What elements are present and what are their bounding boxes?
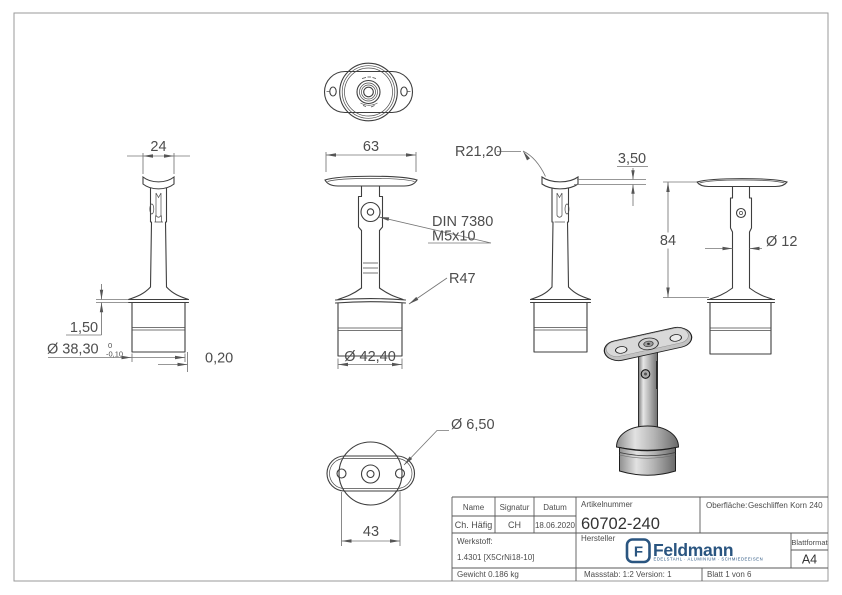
hersteller-label: Hersteller [581, 534, 616, 543]
dim-42-40: Ø 42,40 [344, 349, 396, 365]
logo-name: Feldmann [653, 540, 733, 560]
dim-38-30: Ø 38,30 [47, 342, 99, 358]
dim-3-50: 3,50 [618, 151, 646, 167]
dim-84: 84 [660, 233, 676, 249]
stem-lines [149, 221, 168, 288]
oberflaeche-label: Oberfläche: [706, 501, 747, 510]
dim-1-50: 1,50 [70, 320, 98, 336]
left-hole [336, 468, 347, 479]
saddle-plate [324, 175, 418, 187]
dim-38-30-tol-lower: -0,10 [106, 350, 123, 359]
dim-43: 43 [363, 524, 379, 540]
crimp-marks [363, 262, 378, 274]
base-cylinder [709, 302, 772, 355]
name-value: Ch. Häfig [455, 520, 493, 530]
view-front-b: 84 Ø 12 [660, 178, 797, 355]
datum-label: Datum [543, 503, 567, 512]
logo-mark-letter: F [634, 544, 643, 561]
datum-value: 18.06.2020 [535, 521, 576, 530]
top-view-stamp-marks [361, 76, 377, 79]
view-front-main: 63 DIN 7380 M5x10 R47 Ø 42,40 [324, 139, 493, 369]
stem-lines [731, 231, 751, 289]
view-side-b: R21,20 3,50 [455, 144, 648, 353]
stem-lines [360, 229, 381, 289]
base-dome-3d [615, 425, 680, 451]
base-cylinder-3d [619, 446, 676, 476]
werkstoff-value: 1.4301 [X5CrNi18-10] [457, 553, 534, 562]
logo-tagline: EDELSTAHL · ALUMINIUM · SCHMIEDEEISEN [654, 557, 764, 562]
pivot-screw [735, 207, 747, 219]
saddle-profile [541, 175, 579, 190]
label-din-7380: DIN 7380 [432, 214, 493, 230]
gewicht-value: Gewicht 0.186 kg [457, 570, 519, 579]
sheet-border [13, 12, 829, 582]
pivot-slot [564, 203, 570, 215]
signatur-label: Signatur [500, 503, 530, 512]
dim-12: Ø 12 [766, 234, 797, 250]
view-3d [603, 326, 693, 476]
oberflaeche-value: Geschliffen Korn 240 [748, 501, 823, 510]
werkstoff-label: Werkstoff: [457, 537, 493, 546]
stem-lines [551, 221, 570, 288]
name-label: Name [463, 503, 485, 512]
pivot-slot [149, 203, 155, 215]
blattformat-label: Blattformat [791, 538, 828, 547]
artikelnummer-value: 60702-240 [581, 515, 660, 533]
top-view-left-hole [329, 86, 337, 97]
top-plate-3d [603, 326, 693, 362]
dim-38-30-tol-upper: 0 [108, 341, 112, 350]
blatt-value: Blatt 1 von 6 [707, 570, 752, 579]
label-m5x10: M5x10 [432, 229, 476, 245]
view-top [323, 62, 414, 122]
dim-r47: R47 [449, 271, 476, 287]
dim-63: 63 [363, 139, 379, 155]
blattformat-value: A4 [802, 553, 817, 567]
title-block: Name Signatur Datum Ch. Häfig CH 18.06.2… [451, 496, 829, 581]
dim-24: 24 [150, 139, 166, 155]
feldmann-logo: F Feldmann EDELSTAHL · ALUMINIUM · SCHMI… [625, 538, 764, 564]
saddle-profile [142, 175, 175, 190]
dim-r21-20: R21,20 [455, 144, 502, 160]
version-value: Version: 1 [636, 570, 672, 579]
right-hole [394, 468, 406, 479]
dim-6-50: Ø 6,50 [451, 417, 495, 433]
massstab-value: Massstab: 1:2 [584, 570, 634, 579]
top-view-right-hole [400, 86, 408, 97]
signatur-value: CH [508, 520, 521, 530]
dim-0-20: 0,20 [205, 351, 233, 367]
saddle-plate-outline [326, 455, 416, 492]
view-side-a: 24 1,50 Ø 38,30 0 -0,10 0,20 [47, 139, 233, 372]
logo-mark-frame [625, 538, 651, 564]
pivot-screw [360, 201, 381, 223]
artikelnummer-label: Artikelnummer [581, 500, 633, 509]
view-bottom: Ø 6,50 43 [326, 417, 495, 546]
saddle-plate [696, 178, 788, 188]
base-cylinder [337, 302, 403, 357]
